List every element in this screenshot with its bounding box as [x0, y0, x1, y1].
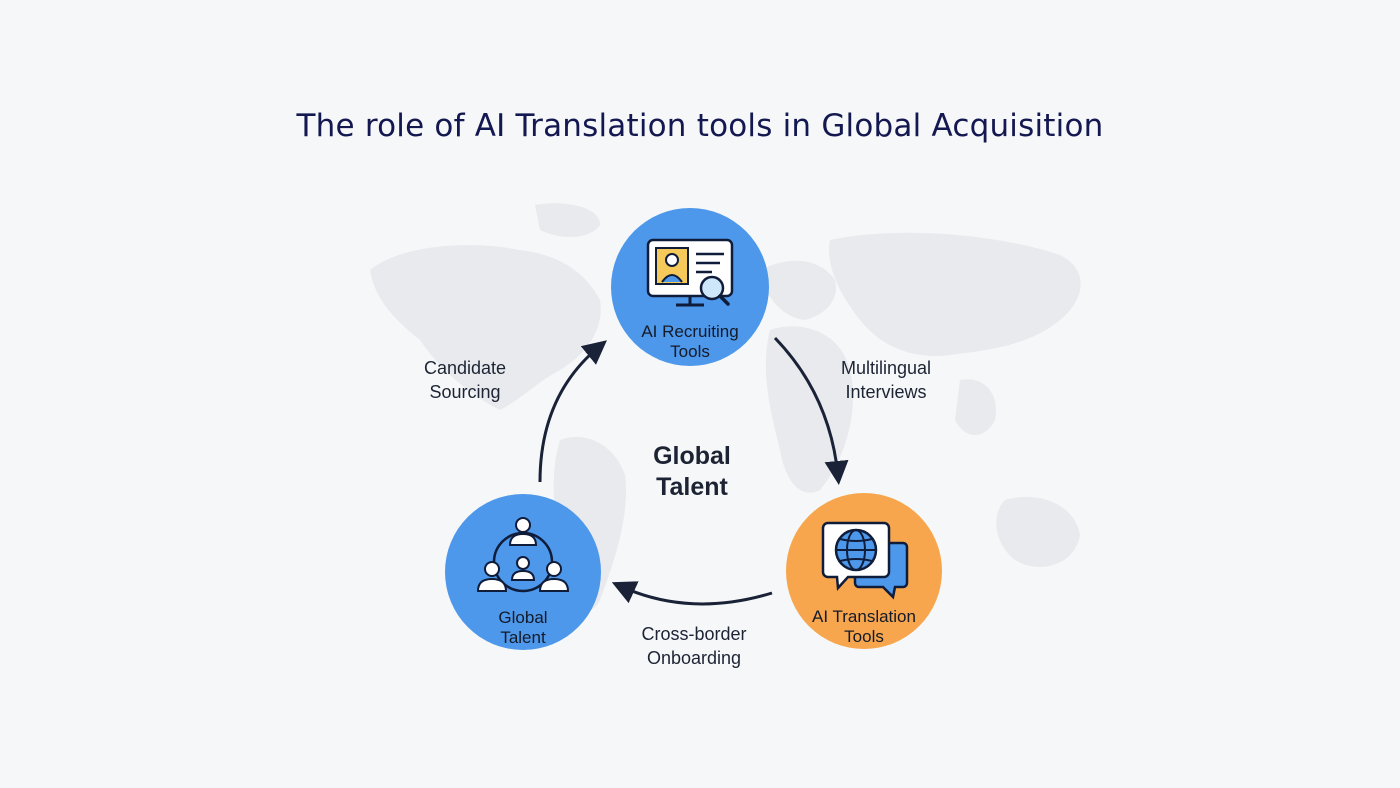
translation-label-line2: Tools [844, 627, 884, 646]
interviews-line1: Multilingual [840, 358, 932, 378]
center-line2: Talent [656, 473, 728, 501]
talent-network-icon [476, 517, 570, 593]
onboarding-line2: Onboarding [646, 648, 742, 668]
translation-label-line1: AI Translation [812, 607, 916, 626]
edge-label-sourcing: Candidate Sourcing [385, 356, 545, 404]
talent-label-line1: Global [498, 608, 547, 627]
sourcing-line2: Sourcing [429, 382, 501, 402]
sourcing-line1: Candidate [423, 358, 507, 378]
node-ai-translation: AI Translation Tools [786, 493, 942, 649]
arrow-interviews [773, 336, 849, 485]
node-global-talent: Global Talent [445, 494, 601, 650]
talent-label-line2: Talent [500, 628, 546, 647]
center-label: Global Talent [612, 441, 772, 503]
recruiting-label-line1: AI Recruiting [641, 322, 738, 341]
page-title: The role of AI Translation tools in Glob… [296, 108, 1104, 144]
interviews-line2: Interviews [845, 382, 927, 402]
arrow-onboarding [611, 581, 773, 606]
arrow-sourcing [538, 340, 607, 483]
center-line1: Global [653, 442, 731, 470]
recruiting-monitor-icon [646, 238, 734, 307]
node-ai-recruiting: AI Recruiting Tools [611, 208, 769, 366]
edge-label-onboarding: Cross-border Onboarding [604, 622, 784, 670]
onboarding-line1: Cross-border [641, 624, 747, 644]
translation-chat-globe-icon [821, 521, 909, 600]
edge-label-interviews: Multilingual Interviews [806, 356, 966, 404]
recruiting-label-line2: Tools [670, 342, 710, 361]
